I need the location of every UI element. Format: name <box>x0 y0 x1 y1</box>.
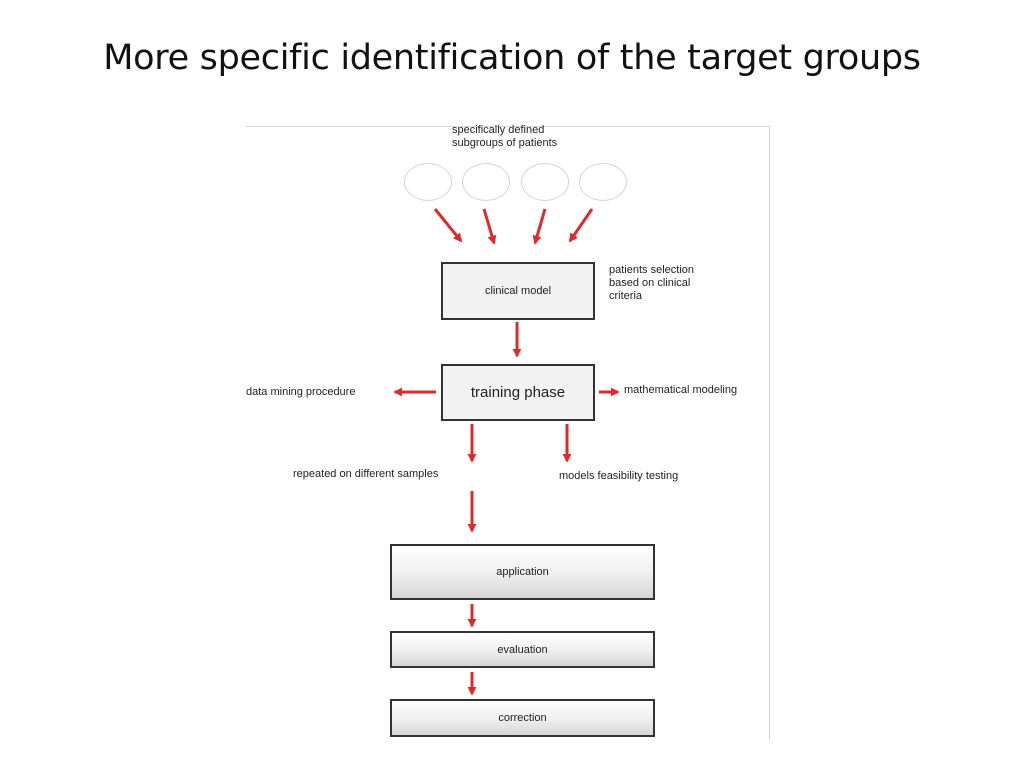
application-node: application <box>390 544 655 600</box>
subgroups-label: specifically defined subgroups of patien… <box>452 124 558 149</box>
flow-diagram: specifically defined subgroups of patien… <box>246 124 770 740</box>
data-mining-annotation: data mining procedure <box>246 386 356 398</box>
arrow-circle3-to-model <box>532 208 547 245</box>
figure-border-top <box>246 126 770 127</box>
evaluation-node: evaluation <box>390 631 655 668</box>
slide-title: More specific identification of the targ… <box>103 38 921 78</box>
feasibility-testing-annotation: models feasibility testing <box>559 470 679 482</box>
subgroup-circle-1 <box>404 163 452 201</box>
repeated-samples-annotation: repeated on different samples <box>293 468 439 480</box>
patients-selection-annotation: patients selection based on clinical cri… <box>609 264 694 302</box>
subgroup-circle-4 <box>579 163 627 201</box>
subgroup-circle-2 <box>462 163 510 201</box>
figure-border-right <box>769 126 770 740</box>
subgroup-circle-3 <box>521 163 569 201</box>
clinical-model-node: clinical model <box>441 262 595 320</box>
arrow-circle1-to-model <box>433 208 463 243</box>
training-phase-node: training phase <box>441 364 595 421</box>
arrows-layer <box>393 208 620 696</box>
mathematical-modeling-annotation: mathematical modeling <box>624 384 738 396</box>
arrow-circle4-to-model <box>568 208 594 243</box>
arrow-circle2-to-model <box>482 208 497 245</box>
correction-node: correction <box>390 699 655 737</box>
